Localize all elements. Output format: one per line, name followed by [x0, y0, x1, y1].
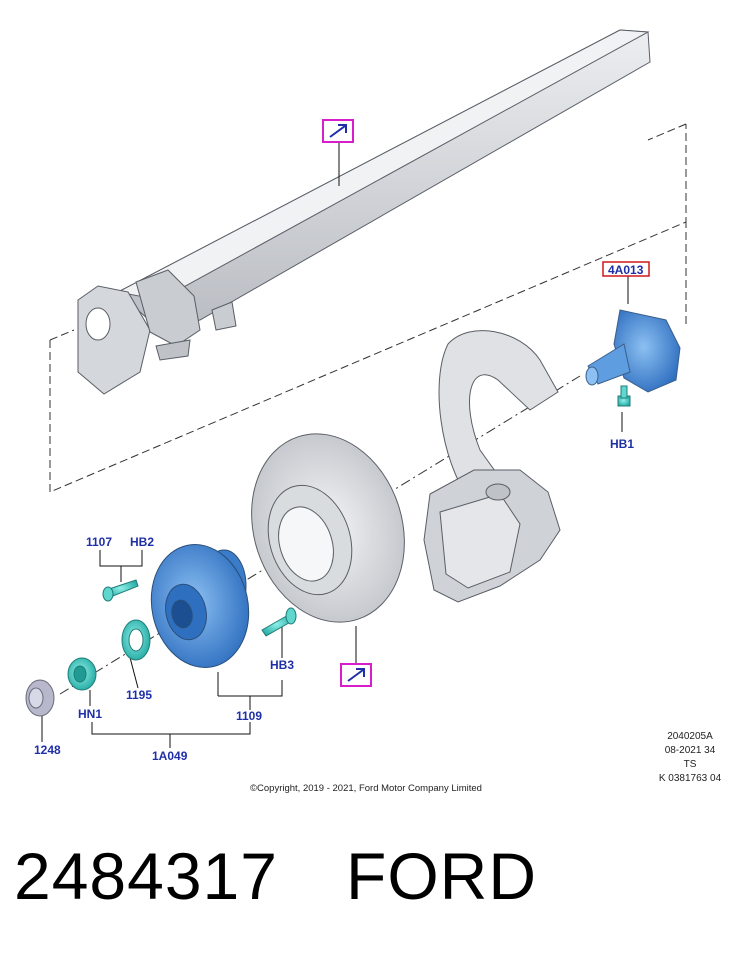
callout-1107[interactable]: 1107 [86, 535, 112, 549]
callout-4A013-box [602, 261, 650, 277]
stud-HB3 [261, 607, 297, 637]
callout-1109[interactable]: 1109 [236, 709, 262, 723]
assembly-boundary [49, 123, 687, 493]
wheel-hub-1109 [150, 544, 250, 668]
copyright-notice: ©Copyright, 2019 - 2021, Ford Motor Comp… [250, 783, 482, 794]
stamp-line-4: K 0381763 04 [658, 773, 722, 784]
reference-icon-upper[interactable] [322, 119, 354, 143]
dust-shield [438, 330, 559, 501]
callout-HB3[interactable]: HB3 [270, 658, 294, 672]
callout-HB2[interactable]: HB2 [130, 535, 154, 549]
part-number: 2484317 [14, 839, 278, 913]
leader-lines [41, 142, 629, 748]
brake-disc [251, 433, 405, 623]
reference-icon-lower[interactable] [340, 663, 372, 687]
nut-HN1 [67, 657, 97, 691]
callout-4A013[interactable]: 4A013 [608, 263, 644, 277]
bolt-HB1 [617, 385, 631, 407]
callout-1195[interactable]: 1195 [126, 688, 152, 702]
brake-caliper [423, 469, 561, 603]
drawing-stamp: 2040205A 08-2021 34 TS K 0381763 04 [652, 730, 728, 786]
stamp-line-1: 2040205A [667, 731, 713, 742]
callout-1248[interactable]: 1248 [34, 743, 61, 757]
stamp-line-2: 08-2021 34 [664, 745, 716, 756]
callout-1A049[interactable]: 1A049 [152, 749, 188, 763]
brand-name: FORD [346, 839, 537, 913]
hub-flange-4A013 [585, 309, 681, 393]
washer-1195 [121, 619, 151, 661]
bolt-1107-HB2 [102, 579, 139, 602]
exploded-parts-diagram: 4A013 HB1 1107 HB2 HB3 1195 HN1 1248 110… [25, 29, 687, 763]
callout-HN1[interactable]: HN1 [78, 707, 102, 721]
axle-beam [77, 29, 651, 395]
stamp-line-3: TS [683, 759, 697, 770]
callout-HB1[interactable]: HB1 [610, 437, 634, 451]
dust-cap-1248 [25, 679, 55, 717]
